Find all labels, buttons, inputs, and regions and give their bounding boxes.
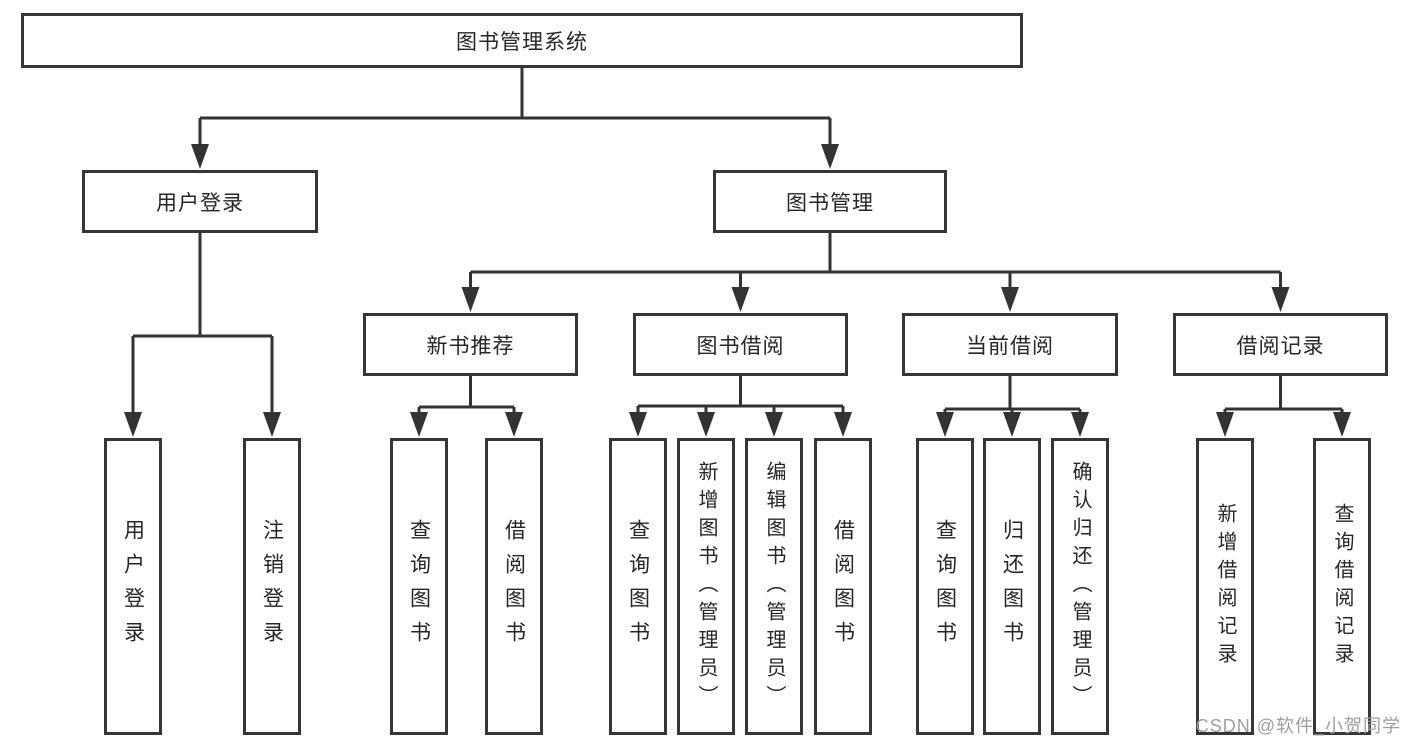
node-label: 借阅记录 — [1236, 334, 1325, 358]
node-label: 图书管理 — [786, 191, 874, 215]
node-label: 当前借阅 — [966, 334, 1054, 358]
node-leaf-query-borrow-record: 查询借阅记录 — [1313, 438, 1371, 735]
node-label: 用户登录 — [121, 518, 145, 655]
arrowhead-icon — [1003, 412, 1021, 437]
node-label: 查询图书 — [626, 518, 650, 655]
node-leaf-query-book-current: 查询图书 — [916, 438, 974, 735]
node-label: 用户登录 — [156, 191, 244, 215]
arrowhead-icon — [1001, 287, 1019, 312]
arrowhead-icon — [191, 144, 209, 169]
arrowhead-icon — [505, 412, 523, 437]
arrowhead-icon — [731, 287, 750, 312]
watermark: CSDN @软件_小贺同学 — [1195, 716, 1401, 736]
node-label: 编辑图书（管理员） — [763, 460, 785, 713]
node-leaf-add-borrow-record: 新增借阅记录 — [1196, 438, 1254, 735]
node-label: 查询借阅记录 — [1331, 502, 1353, 671]
node-leaf-logout: 注销登录 — [243, 438, 301, 735]
node-new-book-rec: 新书推荐 — [363, 313, 578, 376]
node-leaf-borrow-book: 借阅图书 — [814, 438, 872, 735]
node-label: 查询图书 — [407, 518, 431, 655]
node-borrow-records: 借阅记录 — [1173, 313, 1388, 376]
arrowhead-icon — [461, 287, 480, 312]
node-label: 查询图书 — [933, 518, 957, 655]
arrowhead-icon — [1216, 412, 1234, 437]
node-leaf-user-login: 用户登录 — [104, 438, 162, 735]
node-label: 借阅图书 — [831, 518, 855, 655]
node-label: 新书推荐 — [426, 334, 515, 358]
node-leaf-add-book: 新增图书（管理员） — [677, 438, 735, 735]
arrowhead-icon — [124, 412, 142, 437]
arrowhead-icon — [821, 144, 839, 169]
node-label: 借阅图书 — [502, 518, 526, 655]
node-leaf-confirm-return: 确认归还（管理员） — [1051, 438, 1109, 735]
arrowhead-icon — [263, 412, 281, 437]
node-current-borrow: 当前借阅 — [902, 313, 1118, 376]
arrowhead-icon — [410, 412, 428, 437]
node-root: 图书管理系统 — [21, 13, 1023, 68]
node-book-borrow: 图书借阅 — [633, 313, 848, 376]
arrowhead-icon — [697, 412, 715, 437]
node-user-login: 用户登录 — [82, 170, 318, 233]
arrowhead-icon — [765, 412, 783, 437]
node-leaf-edit-book: 编辑图书（管理员） — [745, 438, 803, 735]
node-label: 新增图书（管理员） — [695, 460, 717, 713]
arrowhead-icon — [1333, 412, 1351, 437]
arrowhead-icon — [1071, 412, 1089, 437]
node-book-mgmt: 图书管理 — [713, 170, 947, 233]
arrowhead-icon — [936, 412, 954, 437]
arrowhead-icon — [834, 412, 852, 437]
node-label: 确认归还（管理员） — [1069, 460, 1091, 713]
node-label: 注销登录 — [260, 518, 284, 655]
arrowhead-icon — [1271, 287, 1290, 312]
node-leaf-query-book-new: 查询图书 — [390, 438, 448, 735]
node-label: 图书借阅 — [696, 334, 785, 358]
node-leaf-borrow-book-new: 借阅图书 — [485, 438, 543, 735]
node-leaf-return-book: 归还图书 — [983, 438, 1041, 735]
node-label: 图书管理系统 — [456, 30, 588, 54]
node-label: 归还图书 — [1000, 518, 1024, 655]
arrowhead-icon — [629, 412, 647, 437]
node-label: 新增借阅记录 — [1214, 502, 1236, 671]
node-leaf-query-book-borrow: 查询图书 — [609, 438, 667, 735]
